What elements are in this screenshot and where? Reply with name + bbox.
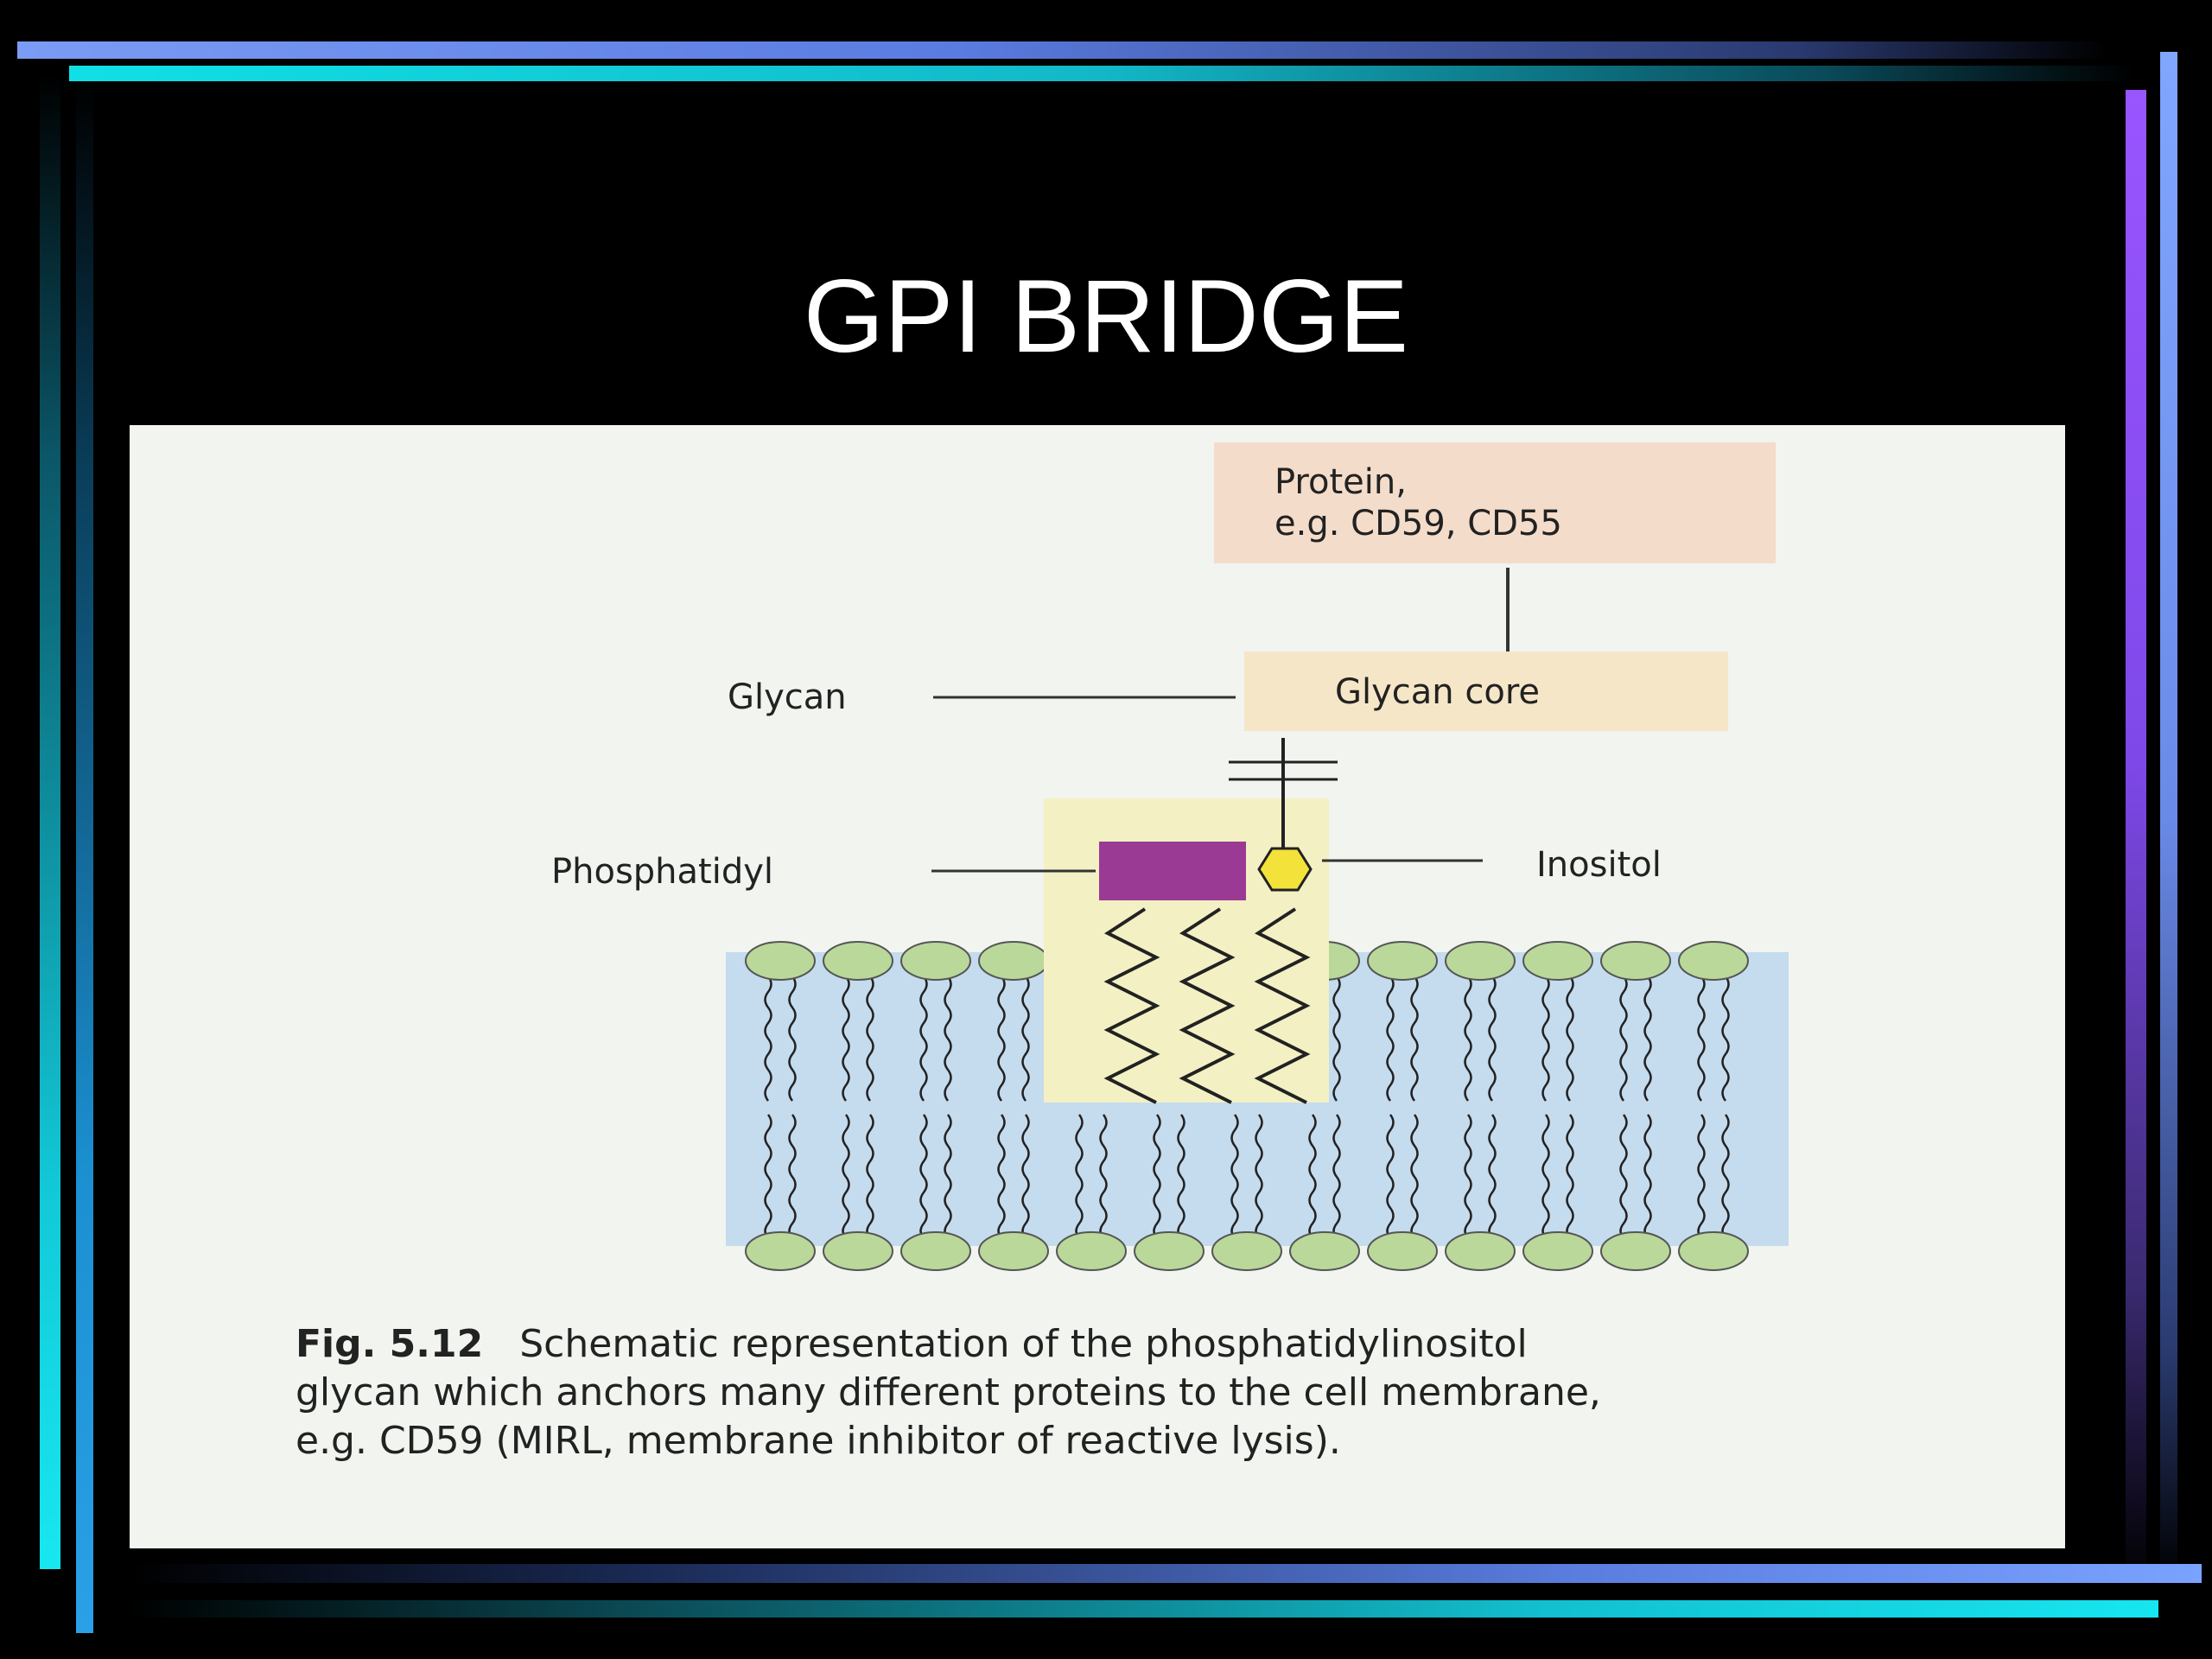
lipid-head (1678, 941, 1749, 981)
anchor-fatty-acid-tails (1103, 907, 1311, 1104)
phosphatidyl-label: Phosphatidyl (551, 852, 773, 892)
slide-title: GPI BRIDGE (803, 258, 1409, 374)
inositol-label: Inositol (1536, 845, 1662, 885)
lipid-tail (1619, 1114, 1628, 1238)
figure-number: Fig. 5.12 (296, 1322, 483, 1366)
protein-box (1214, 442, 1776, 563)
lipid-head (1367, 1231, 1438, 1271)
lipid-head (1522, 1231, 1593, 1271)
lipid-head (900, 941, 971, 981)
lipid-tail (1541, 1114, 1550, 1238)
glycan-core-label: Glycan core (1335, 672, 1540, 712)
lipid-tail (842, 1114, 850, 1238)
lipid-tail (1410, 1114, 1419, 1238)
anchor-zigzag-tail (1103, 907, 1160, 1104)
protein-label-line1: Protein, (1274, 462, 1407, 502)
lipid-tail (1021, 976, 1030, 1102)
anchor-zigzag-tail (1179, 907, 1236, 1104)
glycan-core-box (1244, 652, 1728, 731)
lipid-tail (1230, 1114, 1239, 1238)
lipid-head (823, 941, 893, 981)
lipid-head (1522, 941, 1593, 981)
lipid-head (978, 1231, 1049, 1271)
lipid-head (1367, 941, 1438, 981)
lipid-head (1600, 941, 1671, 981)
lipid-tail (944, 1114, 952, 1238)
figure-caption-line2: glycan which anchors many different prot… (296, 1370, 1601, 1414)
lipid-tail (1386, 1114, 1395, 1238)
lipid-tail (1541, 976, 1550, 1102)
lipid-tail (1464, 1114, 1472, 1238)
lipid-head (1445, 941, 1516, 981)
lipid-head (900, 1231, 971, 1271)
lipid-tail (1721, 976, 1730, 1102)
lipid-head (1289, 1231, 1360, 1271)
lipid-tail (1643, 976, 1652, 1102)
lipid-tail (866, 976, 874, 1102)
lipid-tail (1153, 1114, 1161, 1238)
lipid-tail (1177, 1114, 1185, 1238)
lipid-head (1056, 1231, 1127, 1271)
lipid-tail (1255, 1114, 1263, 1238)
lipid-tail (1619, 976, 1628, 1102)
lipid-tail (788, 1114, 797, 1238)
lipid-tail (997, 1114, 1006, 1238)
gpi-anchor-diagram: Protein, e.g. CD59, CD55 Glycan core Gly… (296, 442, 1789, 1463)
lipid-tail (997, 976, 1006, 1102)
lipid-head (978, 941, 1049, 981)
lipid-tail (919, 1114, 928, 1238)
lipid-head (1211, 1231, 1282, 1271)
caption-text-line1: Schematic representation of the phosphat… (519, 1322, 1528, 1366)
lipid-tail (1075, 1114, 1084, 1238)
lipid-tail (1332, 1114, 1341, 1238)
lipid-tail (1721, 1114, 1730, 1238)
figure-panel: Protein, e.g. CD59, CD55 Glycan core Gly… (130, 425, 2065, 1548)
lipid-head (1678, 1231, 1749, 1271)
lipid-head (745, 1231, 816, 1271)
lipid-tail (1697, 1114, 1706, 1238)
figure-caption-line3: e.g. CD59 (MIRL, membrane inhibitor of r… (296, 1419, 1341, 1463)
decorative-bar-bottom-blue (128, 1564, 2202, 1583)
lipid-head (823, 1231, 893, 1271)
inositol-hexagon (1257, 847, 1313, 892)
lipid-tail (1308, 1114, 1317, 1238)
lipid-head (1134, 1231, 1205, 1271)
lipid-head (1600, 1231, 1671, 1271)
decorative-bar-right-purple (2126, 90, 2146, 1585)
lipid-tail (1566, 1114, 1574, 1238)
lipid-tail (1464, 976, 1472, 1102)
lipid-tail (1332, 976, 1341, 1102)
lipid-bilayer (745, 941, 1749, 1271)
lipid-tail (1386, 976, 1395, 1102)
decorative-bar-top-cyan (69, 66, 2134, 81)
lipid-head (745, 941, 816, 981)
lipid-tail (1488, 976, 1497, 1102)
lipid-tail (788, 976, 797, 1102)
lipid-tail (1410, 976, 1419, 1102)
lipid-tail (1643, 1114, 1652, 1238)
decorative-bar-left-cyan (40, 74, 60, 1569)
lipid-tail (919, 976, 928, 1102)
lipid-tail (944, 976, 952, 1102)
lipid-tail (1697, 976, 1706, 1102)
lipid-tail (764, 1114, 772, 1238)
lipid-tail (1488, 1114, 1497, 1238)
decorative-bar-left-blue (76, 81, 93, 1633)
figure-caption-line1: Fig. 5.12 Schematic representation of the… (296, 1322, 1528, 1366)
decorative-bar-bottom-cyan (128, 1600, 2158, 1618)
anchor-zigzag-tail (1254, 907, 1311, 1104)
lipid-tail (842, 976, 850, 1102)
lipid-tail (764, 976, 772, 1102)
lipid-tail (1566, 976, 1574, 1102)
phosphatidyl-block (1099, 842, 1246, 900)
lipid-tail (866, 1114, 874, 1238)
lipid-head (1445, 1231, 1516, 1271)
protein-label-line2: e.g. CD59, CD55 (1274, 504, 1562, 543)
decorative-bar-top-blue (17, 41, 2108, 59)
lipid-tail (1021, 1114, 1030, 1238)
decorative-bar-right-blue (2160, 52, 2177, 1581)
lipid-tail (1099, 1114, 1108, 1238)
glycan-label: Glycan (728, 677, 847, 717)
